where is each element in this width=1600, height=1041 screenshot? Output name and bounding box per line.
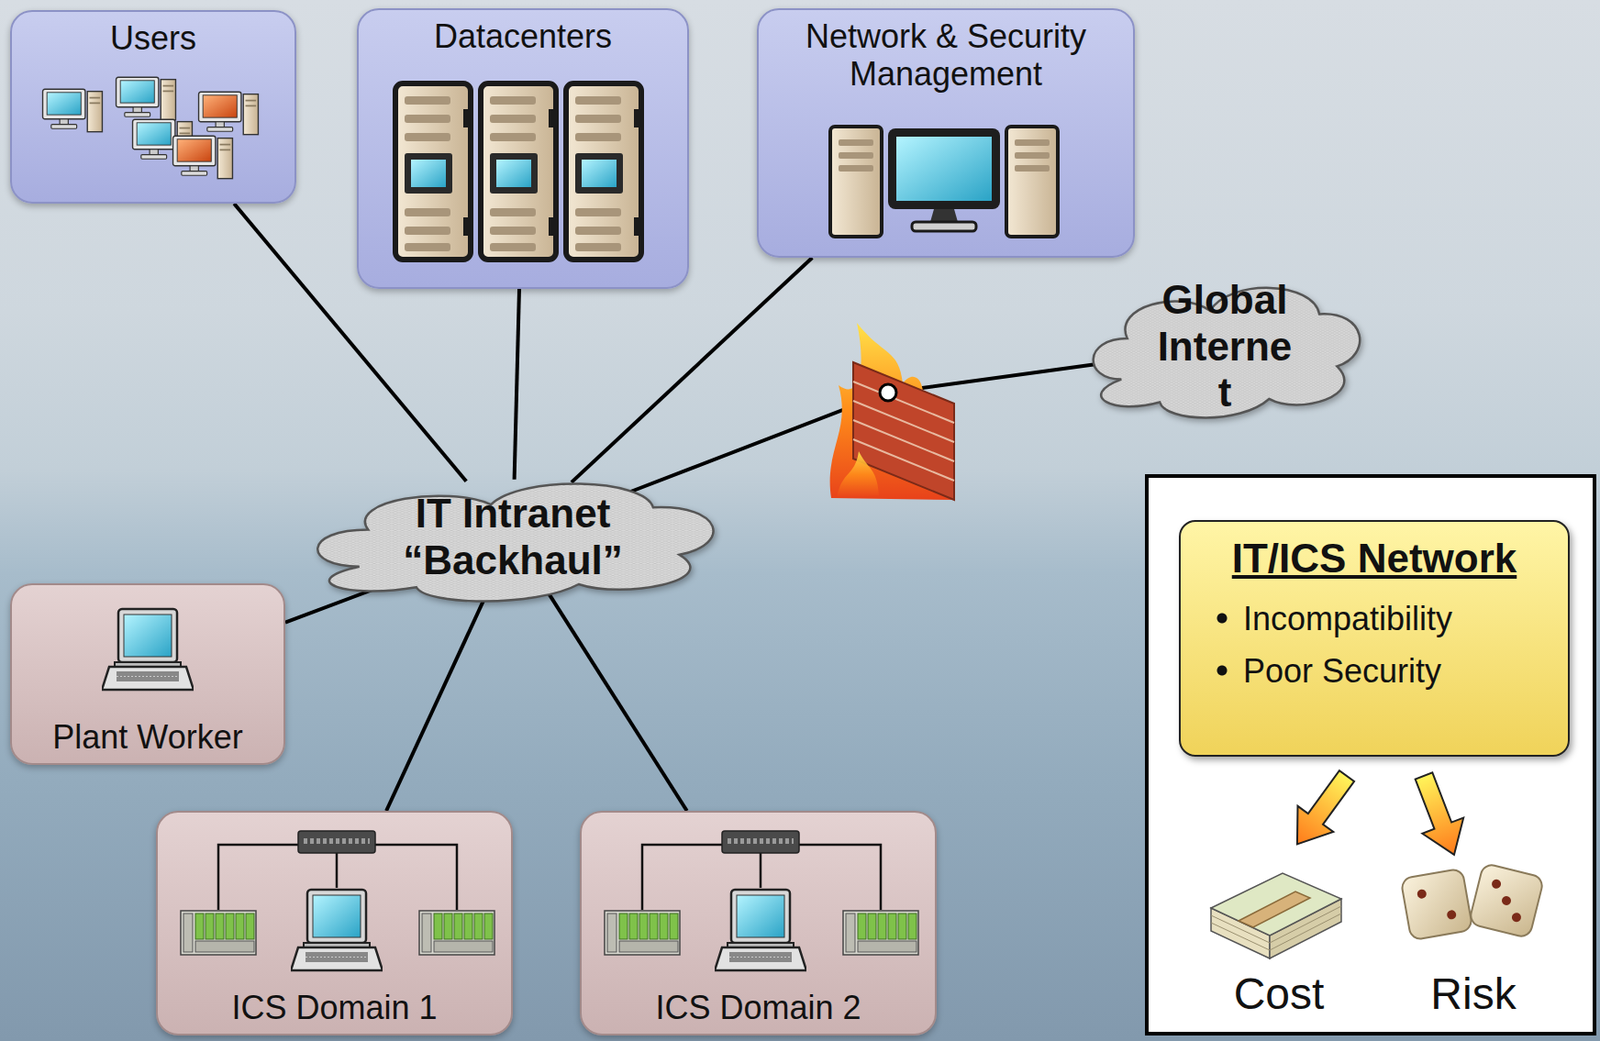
- connector-line: [386, 594, 487, 812]
- box-label: ICS Domain 1: [157, 988, 512, 1034]
- box-label: Datacenters: [358, 10, 688, 56]
- cloud-label: IT Intranet “Backhaul”: [375, 490, 651, 584]
- cloud-label: Global Interne t: [1153, 277, 1297, 417]
- box-label: Plant Worker: [11, 718, 284, 764]
- firewall-icon: [830, 322, 955, 500]
- box-label: ICS Domain 2: [581, 988, 935, 1034]
- outcome-row: CostRisk: [1148, 968, 1593, 1020]
- box-heading: IT/ICS Network: [1199, 534, 1550, 584]
- connector-line: [548, 593, 688, 812]
- cloud-outline: [317, 483, 713, 601]
- internet-cloud: Global Interne t: [1077, 265, 1373, 429]
- intranet-cloud: IT Intranet “Backhaul”: [293, 463, 733, 612]
- box-label: Network & Security Management: [758, 10, 1134, 94]
- issue-box: IT/ICS NetworkIncompatibilityPoor Securi…: [1178, 520, 1570, 757]
- server-racks: [395, 83, 642, 260]
- connector-line: [514, 288, 520, 480]
- outcome-label: Risk: [1381, 968, 1566, 1020]
- bullet-item: Incompatibility: [1199, 592, 1550, 645]
- management-workstation: [830, 126, 1058, 237]
- box-label: Users: [11, 11, 295, 57]
- connector-line: [571, 257, 812, 483]
- summary-panel: CostRisk IT/ICS NetworkIncompatibilityPoo…: [1144, 474, 1597, 1036]
- bullet-item: Poor Security: [1199, 644, 1550, 698]
- outcome-label: Cost: [1187, 968, 1371, 1020]
